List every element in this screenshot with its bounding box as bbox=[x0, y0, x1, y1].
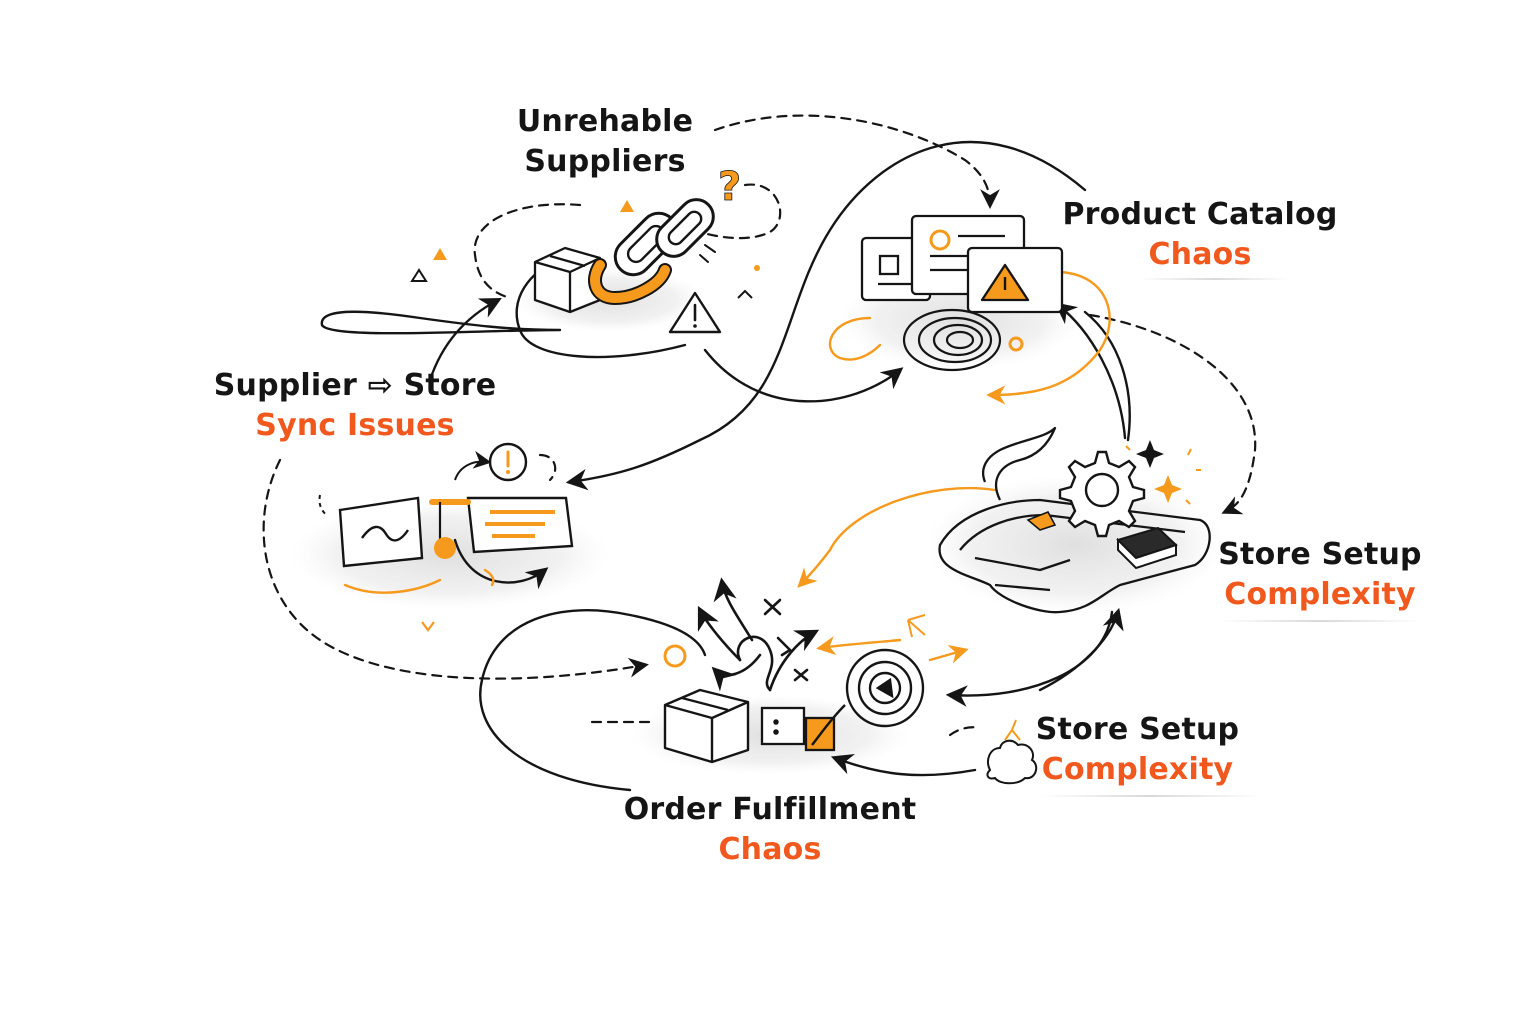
sync-node-icon bbox=[434, 537, 456, 559]
setup-subtitle: Complexity bbox=[1224, 577, 1416, 612]
fulfillment-title: Order Fulfillment bbox=[623, 792, 917, 827]
setup-secondary-title: Store Setup bbox=[1035, 712, 1240, 747]
tangled-arrows-icon bbox=[697, 577, 820, 692]
spark-triangle-icon bbox=[620, 200, 634, 212]
cloud-doodle-icon bbox=[986, 719, 1038, 785]
orange-connectors bbox=[343, 270, 1111, 664]
sync-title: Supplier ⇨ Store bbox=[213, 368, 497, 403]
suppliers-subtitle: Suppliers bbox=[524, 144, 686, 179]
setup-secondary-subtitle: Complexity bbox=[1041, 752, 1234, 787]
catalog-title: Product Catalog bbox=[1062, 197, 1338, 232]
question-icon: ? bbox=[718, 164, 741, 210]
warning-icon bbox=[668, 291, 722, 334]
monitor-icon bbox=[338, 496, 424, 568]
catalog-underline bbox=[1140, 278, 1290, 280]
label-store-setup-secondary: Store Setup Complexity bbox=[1030, 710, 1245, 790]
label-sync-issues: Supplier ⇨ Store Sync Issues bbox=[205, 366, 505, 446]
alert-clock-icon bbox=[488, 442, 528, 482]
gear-icon bbox=[1058, 450, 1146, 538]
setup-secondary-underline bbox=[1040, 795, 1260, 797]
setup-title: Store Setup bbox=[1218, 537, 1422, 572]
box-icon bbox=[533, 246, 602, 314]
catalog-card-warning bbox=[966, 246, 1064, 314]
connector-lines bbox=[320, 140, 1131, 792]
label-store-setup: Store Setup Complexity bbox=[1210, 535, 1430, 615]
label-product-catalog: Product Catalog Chaos bbox=[1060, 195, 1340, 275]
package-icon bbox=[663, 688, 750, 764]
spiral-icon bbox=[902, 308, 1002, 372]
tape-roll-icon bbox=[811, 648, 925, 746]
suppliers-illustration: ? bbox=[410, 164, 760, 334]
fulfillment-subtitle: Chaos bbox=[718, 832, 822, 867]
label-unreliable-suppliers: Unrehable Suppliers bbox=[495, 102, 715, 182]
catalog-subtitle: Chaos bbox=[1148, 237, 1252, 272]
setup-illustration bbox=[938, 426, 1211, 614]
flag-icon bbox=[1026, 510, 1057, 531]
sync-illustration bbox=[318, 442, 574, 632]
button-block-icon bbox=[1116, 526, 1178, 570]
sparkle-orange-icon bbox=[1154, 475, 1182, 503]
fulfillment-illustration bbox=[663, 577, 926, 764]
suppliers-title: Unrehable bbox=[516, 104, 694, 139]
catalog-illustration bbox=[860, 214, 1064, 372]
sparkle-dark-icon bbox=[1136, 440, 1164, 468]
label-order-fulfillment: Order Fulfillment Chaos bbox=[620, 790, 920, 870]
setup-underline bbox=[1220, 620, 1420, 622]
sync-panel-icon bbox=[466, 496, 574, 554]
broken-chain-icon bbox=[588, 198, 716, 306]
dashed-connectors bbox=[262, 114, 1257, 737]
sync-subtitle: Sync Issues bbox=[255, 408, 455, 443]
